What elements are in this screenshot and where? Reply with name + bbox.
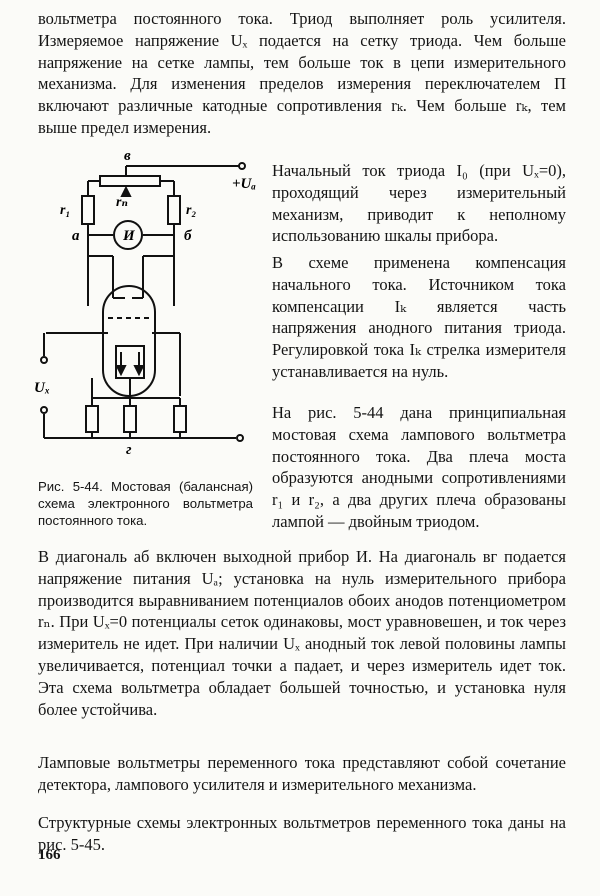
paragraph-6: Структурные схемы электронных вольтметро…: [38, 813, 566, 854]
paragraph-3: В схеме применена компенсация начального…: [272, 253, 566, 381]
node-a-label: а: [72, 228, 80, 244]
node-g-label: г: [126, 442, 132, 456]
page-number: 166: [38, 847, 61, 863]
r2-label: r₂: [186, 203, 196, 218]
figure-5-44-circuit: в rₙ r₁ r₂ а И б +Uₐ Uₓ г: [34, 148, 256, 456]
figure-caption: Рис. 5-44. Мостовая (балансная) схема эл…: [38, 479, 253, 528]
paragraph-4-tail: В диагональ аб включен выходной прибор И…: [38, 547, 566, 719]
paragraph-4: На рис. 5-44 дана принципиальная мостова…: [272, 403, 566, 531]
node-b-label: б: [184, 228, 192, 244]
ua-label: +Uₐ: [232, 176, 256, 192]
r1-label: r₁: [60, 203, 70, 218]
rp-label: rₙ: [116, 195, 128, 210]
paragraph-2: Начальный ток триода I₀ (при Uₓ=0), прох…: [272, 161, 566, 246]
paragraph-5: Ламповые вольтметры переменного тока пре…: [38, 753, 566, 794]
node-v-label: в: [124, 148, 131, 164]
meter-label: И: [122, 228, 136, 244]
paragraph-1: вольтметра постоянного тока. Триод выпол…: [38, 9, 566, 137]
ux-label: Uₓ: [34, 380, 50, 396]
paragraph-4-continued: В диагональ аб включен выходной прибор И…: [38, 546, 566, 758]
